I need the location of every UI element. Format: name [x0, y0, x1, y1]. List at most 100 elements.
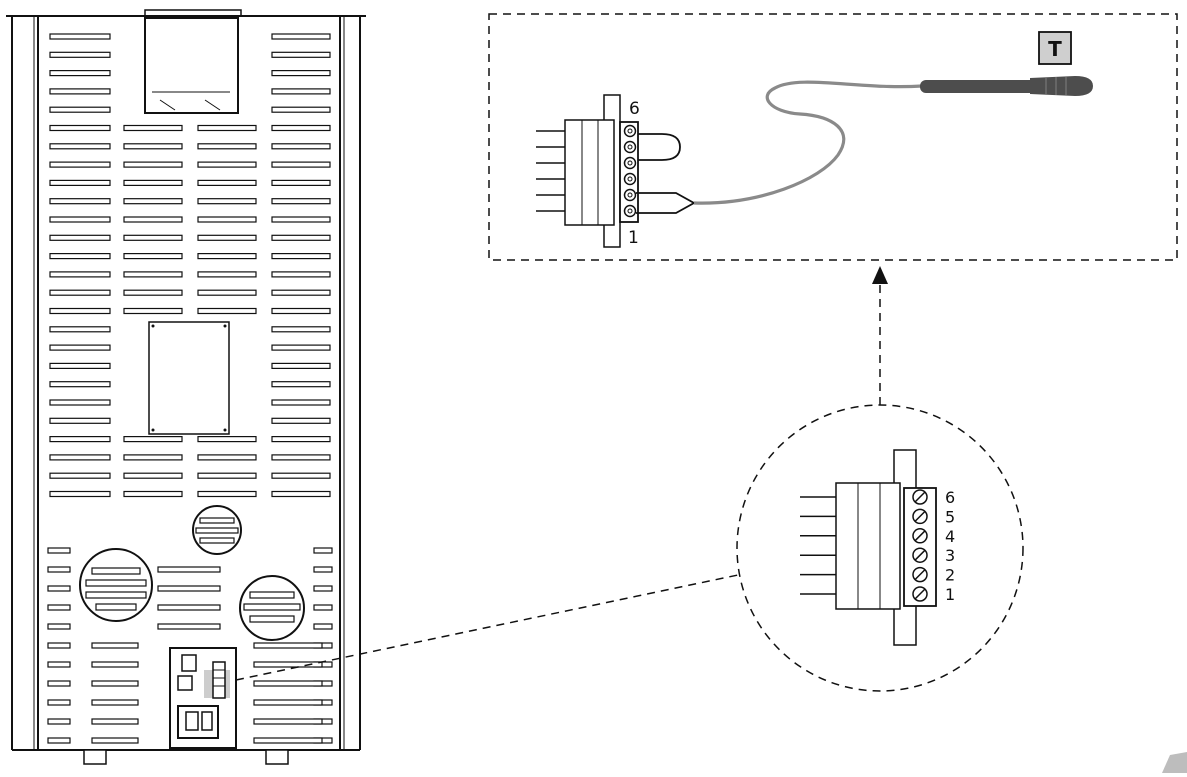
detail-screw: [623, 156, 637, 170]
vent-slot: [49, 344, 111, 351]
vent-slot: [197, 271, 257, 278]
vent-slot: [271, 106, 331, 113]
vent-slot: [197, 198, 257, 205]
vent-slot: [123, 454, 183, 461]
io-jack-2: [177, 675, 193, 691]
vent-slot: [197, 234, 257, 241]
vent-slot: [123, 234, 183, 241]
jumper-loop: [636, 133, 681, 161]
vent-slot: [157, 585, 221, 592]
vent-slot: [123, 179, 183, 186]
vent-slot: [47, 547, 71, 554]
sensor-badge: [1038, 31, 1072, 65]
sensor-cable: [693, 80, 923, 205]
zoom-pin-number: 3: [945, 546, 955, 565]
vent-slot: [49, 69, 111, 77]
arrow-head: [872, 266, 888, 284]
detail-screw: [623, 188, 637, 202]
fan-grille-small: [192, 505, 242, 555]
detail-screw-head: [627, 192, 633, 198]
vent-slot: [49, 161, 111, 168]
vent-slot: [49, 289, 111, 296]
vent-slot: [49, 33, 111, 40]
detail-screw-head: [627, 176, 633, 182]
vent-slot: [49, 326, 111, 333]
vent-slot: [271, 143, 331, 150]
vent-slot: [123, 472, 183, 479]
detail-screw: [623, 140, 637, 154]
vent-slot: [49, 106, 111, 113]
vent-slot: [197, 143, 257, 150]
vent-slot: [271, 472, 331, 479]
rear-io-module: [169, 647, 237, 749]
fan-grille-left: [79, 548, 153, 622]
vent-slot: [123, 271, 183, 278]
vent-slot: [271, 124, 331, 132]
zoom-pin-leads: [800, 496, 836, 595]
vent-slot: [123, 289, 183, 296]
detail-screw-head: [627, 144, 633, 150]
vent-slot: [271, 417, 331, 424]
vent-slot: [271, 399, 331, 406]
ventilation-slots: [47, 33, 333, 744]
vent-slot: [271, 307, 331, 315]
vent-slot: [123, 143, 183, 150]
detail-screw: [623, 204, 637, 218]
detail-pin-top-label: 6: [629, 99, 640, 119]
vent-slot: [49, 234, 111, 241]
zoom-screw-slot: [914, 588, 926, 600]
vent-slot: [313, 623, 333, 630]
detail-pin-leads: [536, 130, 565, 212]
vent-slot: [49, 362, 111, 369]
zoom-pin-number: 4: [945, 527, 955, 546]
vent-slot: [47, 737, 71, 744]
detail-screw: [623, 172, 637, 186]
vent-slot: [271, 454, 331, 461]
vent-slot: [271, 69, 331, 77]
vent-slot: [313, 585, 333, 592]
vent-slot: [157, 566, 221, 573]
vent-slot: [253, 718, 323, 725]
vent-slot: [49, 216, 111, 223]
zoom-pin-number: 6: [945, 488, 955, 507]
vent-slot: [253, 737, 323, 744]
device-rear-panel: [6, 9, 366, 765]
vent-slot: [123, 436, 183, 443]
vent-slot: [49, 253, 111, 260]
detail-pin-bottom-label: 1: [628, 228, 639, 248]
temperature-probe: [920, 76, 1093, 96]
vent-slot: [271, 362, 331, 369]
vent-slot: [47, 680, 71, 687]
vent-slot: [271, 88, 331, 95]
vent-slot: [313, 547, 333, 554]
vent-slot: [91, 680, 139, 687]
vent-slot: [49, 417, 111, 424]
leader-line-to-zoom: [235, 574, 739, 681]
vent-slot: [49, 198, 111, 205]
vent-slot: [49, 436, 111, 443]
vent-slot: [47, 642, 71, 649]
vent-slot: [271, 490, 331, 498]
vent-slot: [91, 642, 139, 649]
vent-slot: [47, 718, 71, 725]
vent-slot: [47, 623, 71, 630]
vent-slot: [91, 699, 139, 706]
vent-slot: [271, 33, 331, 40]
vent-slot: [123, 490, 183, 498]
vent-slot: [271, 161, 331, 168]
vent-slot: [271, 381, 331, 388]
vent-slot: [197, 454, 257, 461]
vent-slot: [47, 604, 71, 611]
detail-screw-head: [627, 208, 633, 214]
vent-slot: [253, 699, 323, 706]
zoom-screw-slot: [914, 569, 926, 581]
vent-slot: [123, 161, 183, 168]
zoom-screw-slot: [914, 491, 926, 503]
foot-right: [265, 749, 289, 765]
terminal-block-small: [212, 661, 226, 699]
detail-connector: 6 1: [536, 94, 681, 248]
vent-slot: [271, 198, 331, 205]
vent-slot: [123, 198, 183, 205]
corner-mark: [1162, 752, 1187, 773]
